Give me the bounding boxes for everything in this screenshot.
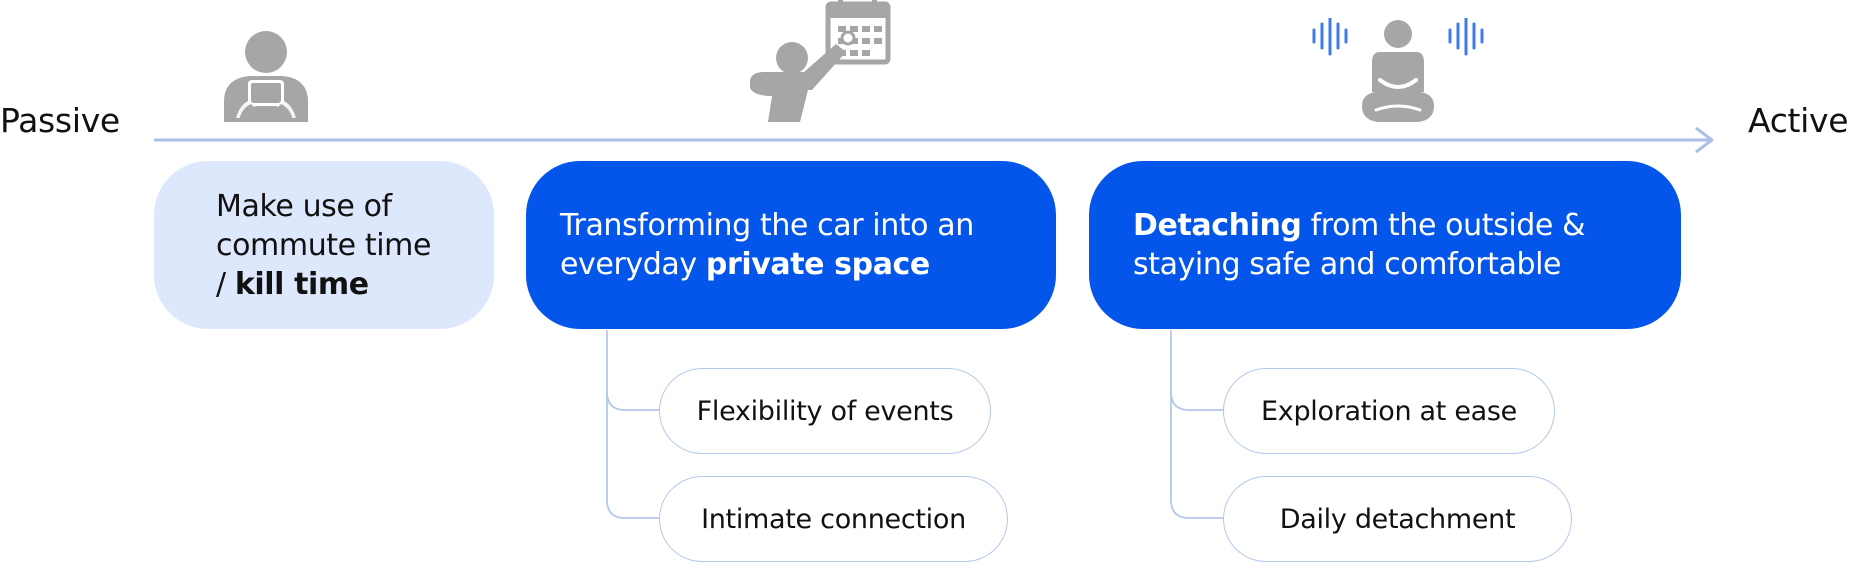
card-2-text: Transforming the car into an everyday pr… [560, 206, 974, 284]
sub-item-intimate-connection: Intimate connection [659, 476, 1008, 562]
card-3-line-1-rest: from the outside & [1301, 208, 1586, 243]
card-2-line-2-prefix: everyday [560, 247, 706, 282]
card-3-line-1: Detaching from the outside & [1133, 206, 1585, 245]
card-make-use-of-commute-time: Make use of commute time / kill time [154, 161, 494, 329]
connector-card2-item2 [606, 392, 660, 519]
sub-item-exploration-at-ease: Exploration at ease [1223, 368, 1555, 454]
card-1-line-2: commute time [216, 227, 432, 263]
axis-left-label: Passive [0, 101, 120, 140]
card-1-line-3-bold: kill time [234, 266, 369, 302]
card-2-line-2: everyday private space [560, 245, 974, 284]
meditating-person-sound-waves-icon [1310, 18, 1486, 128]
card-2-line-2-bold: private space [705, 247, 930, 282]
person-using-phone-icon [222, 30, 310, 122]
card-private-space: Transforming the car into an everyday pr… [526, 161, 1056, 329]
connector-card2-item1 [606, 330, 660, 411]
sub-item-flexibility-of-events: Flexibility of events [659, 368, 991, 454]
card-3-text: Detaching from the outside & staying saf… [1133, 206, 1585, 284]
sound-wave-right-icon [1448, 18, 1484, 56]
card-1-line-1: Make use of [216, 188, 392, 224]
connector-card3-item1 [1170, 330, 1224, 411]
card-1-line-3: / kill time [216, 265, 431, 304]
card-3-line-2: staying safe and comfortable [1133, 247, 1562, 282]
connector-card3-item2 [1170, 392, 1224, 519]
axis-right-label: Active [1748, 101, 1849, 140]
sound-wave-left-icon [1312, 18, 1348, 56]
card-detaching: Detaching from the outside & staying saf… [1089, 161, 1681, 329]
person-pointing-calendar-icon [750, 0, 892, 124]
card-3-line-1-bold: Detaching [1133, 208, 1302, 243]
card-1-line-3-prefix: / [216, 266, 235, 302]
card-1-text: Make use of commute time / kill time [216, 187, 431, 304]
axis-arrowhead [1695, 126, 1714, 154]
sub-item-daily-detachment: Daily detachment [1223, 476, 1572, 562]
card-2-line-1: Transforming the car into an [560, 208, 974, 243]
